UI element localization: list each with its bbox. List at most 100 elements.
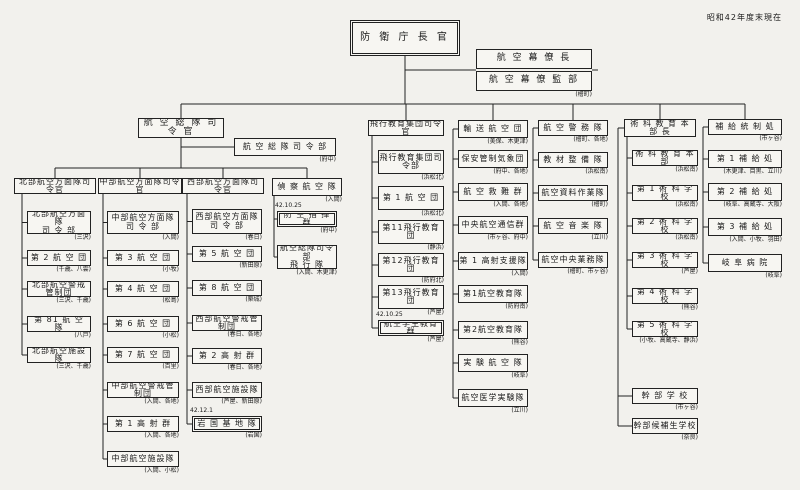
location-ct: (市ヶ谷、府中) <box>487 234 528 241</box>
org-box-c7: 第 1 高 射 群 <box>107 416 179 432</box>
location-ts2: (浜松南) <box>675 201 698 208</box>
org-box-w1: 西部航空方面隊 司 令 部 <box>192 209 262 234</box>
location-ts6: (小牧、高蔵寺、静浜) <box>639 337 698 344</box>
org-box-w5: 第 2 高 射 群 <box>192 348 262 364</box>
location-exp: (岐阜) <box>511 372 528 379</box>
location-c5: (百里) <box>162 363 179 370</box>
org-box-n5: 北部航空施設隊 <box>27 347 91 363</box>
org-box-ct: 中央航空通信群 <box>458 216 528 234</box>
location-n3: (三沢、千歳) <box>56 297 91 304</box>
org-box-w6: 西部航空施設隊 <box>192 382 262 398</box>
location-r1: (府中) <box>320 227 337 234</box>
org-box-aso: 航 空 幕 僚 監 部 <box>476 71 592 91</box>
location-aso: (檜町) <box>575 91 592 98</box>
location-shi: (檜町) <box>591 201 608 208</box>
org-box-kan: 幹 部 学 校 <box>632 388 698 404</box>
established-date-w7: 42.12.1 <box>190 407 213 414</box>
location-c6: (入間、各地) <box>144 398 179 405</box>
location-w2: (新田原) <box>239 262 262 269</box>
org-box-adc_hq: 航 空 総 隊 司 令 部 <box>234 138 336 156</box>
org-box-w2: 第 5 航 空 団 <box>192 246 262 262</box>
org-box-shi: 航空資料作業隊 <box>538 185 608 201</box>
org-box-ts1: 術 科 教 育 本 部 <box>632 150 698 166</box>
location-w4: (春日、各地) <box>227 331 262 338</box>
org-box-kei: 航 空 警 務 隊 <box>538 120 608 136</box>
location-kei: (檜町、各地) <box>573 136 608 143</box>
location-w3: (築城) <box>245 296 262 303</box>
org-box-hos: 補 給 統 制 処 <box>708 119 782 135</box>
org-box-yu: 輸 送 航 空 団 <box>458 120 528 138</box>
location-h1: (木更津、目黒、立川) <box>723 168 782 175</box>
location-c4: (小松) <box>162 332 179 339</box>
location-med: (立川) <box>511 407 528 414</box>
location-w1: (春日) <box>245 234 262 241</box>
org-box-ts5: 第 4 術 科 学 校 <box>632 288 698 304</box>
location-yu: (美保、木更津) <box>487 138 528 145</box>
org-box-fte3: 第11飛行教育団 <box>378 220 444 244</box>
location-kan: (市ヶ谷) <box>675 404 698 411</box>
location-hosp: (岐阜) <box>765 272 782 279</box>
location-e1: (防府南) <box>505 303 528 310</box>
org-box-fte6: 航空学生教育群 <box>378 320 444 336</box>
location-kan2: (奈良) <box>681 434 698 441</box>
org-box-c8: 中部航空施設隊 <box>107 451 179 467</box>
location-n2: (千歳、八雲) <box>56 266 91 273</box>
org-box-w4: 西部航空警戒管制団 <box>192 315 262 331</box>
location-fte3: (静浜) <box>427 244 444 251</box>
location-recon: (入間) <box>325 196 342 203</box>
org-box-hosp: 岐 阜 病 院 <box>708 254 782 272</box>
org-box-ts6: 第 5 術 科 学 校 <box>632 321 698 337</box>
org-box-ts2: 第 1 術 科 学 校 <box>632 185 698 201</box>
org-box-kk: 航 空 救 難 群 <box>458 183 528 201</box>
org-box-h2: 第 2 補 給 処 <box>708 183 782 201</box>
location-s1: (入間) <box>511 270 528 277</box>
location-n5: (三沢、千歳) <box>56 363 91 370</box>
org-box-fte: 飛行教育集団司令官 <box>368 120 444 136</box>
org-box-kyo: 教 材 整 備 隊 <box>538 152 608 168</box>
org-box-n4: 第 81 航 空 隊 <box>27 316 91 332</box>
org-box-w_hq: 西部航空方面隊司令官 <box>182 178 264 194</box>
org-box-c1: 中部航空方面隊 司 令 部 <box>107 211 179 234</box>
location-fte2: (浜松北) <box>421 210 444 217</box>
location-e2: (熊谷) <box>511 339 528 346</box>
location-c7: (入間、各地) <box>144 432 179 439</box>
location-w7: (岩国) <box>245 432 262 439</box>
org-box-c3: 第 4 航 空 団 <box>107 281 179 297</box>
location-c1: (入間) <box>162 234 179 241</box>
org-box-fte1: 飛行教育集団司令部 <box>378 150 444 174</box>
org-box-ts4: 第 3 術 科 学 校 <box>632 252 698 268</box>
org-box-ts3: 第 2 術 科 学 校 <box>632 218 698 234</box>
org-box-s1: 第 1 高射支援隊 <box>458 252 528 270</box>
location-w5: (春日、各地) <box>227 364 262 371</box>
org-box-c_hq: 中部航空方面隊司令官 <box>98 178 182 194</box>
org-box-med: 航空医学実験隊 <box>458 389 528 407</box>
org-box-w3: 第 8 航 空 団 <box>192 280 262 296</box>
location-h3: (入間、小牧、羽田) <box>729 236 782 243</box>
org-box-n1: 北部航空方面隊 司 令 部 <box>27 211 91 234</box>
org-box-n3: 北部航空警戒管制団 <box>27 281 91 297</box>
org-box-e1: 第1航空教育隊 <box>458 285 528 303</box>
location-band: (立川) <box>591 234 608 241</box>
location-hos: (市ヶ谷) <box>759 135 782 142</box>
org-box-c6: 中部航空警戒管制団 <box>107 382 179 398</box>
org-box-ts: 術 科 教 育 本 部 長 <box>624 119 696 137</box>
location-c2: (小牧) <box>162 266 179 273</box>
established-date-r1: 42.10.25 <box>275 202 302 209</box>
org-box-w7: 岩 国 基 地 隊 <box>192 416 262 432</box>
org-box-e2: 第2航空教育隊 <box>458 321 528 339</box>
location-kk: (入間、各地) <box>493 201 528 208</box>
org-box-adc: 航 空 総 隊 司 令 官 <box>138 118 224 138</box>
location-ts3: (浜松南) <box>675 234 698 241</box>
org-box-h1: 第 1 補 給 処 <box>708 150 782 168</box>
location-kyo: (浜松南) <box>585 168 608 175</box>
org-box-c4: 第 6 航 空 団 <box>107 316 179 332</box>
location-c3: (松島) <box>162 297 179 304</box>
location-fte5: (芦屋) <box>427 309 444 316</box>
org-box-fte5: 第13飛行教育団 <box>378 285 444 309</box>
location-r2: (入間、木更津) <box>296 269 337 276</box>
location-fte4: (防府北) <box>421 277 444 284</box>
org-box-cen: 航空中央業務隊 <box>538 252 608 268</box>
org-box-c2: 第 3 航 空 団 <box>107 250 179 266</box>
org-box-fte2: 第 1 航 空 団 <box>378 186 444 210</box>
location-ts1: (浜松南) <box>675 166 698 173</box>
